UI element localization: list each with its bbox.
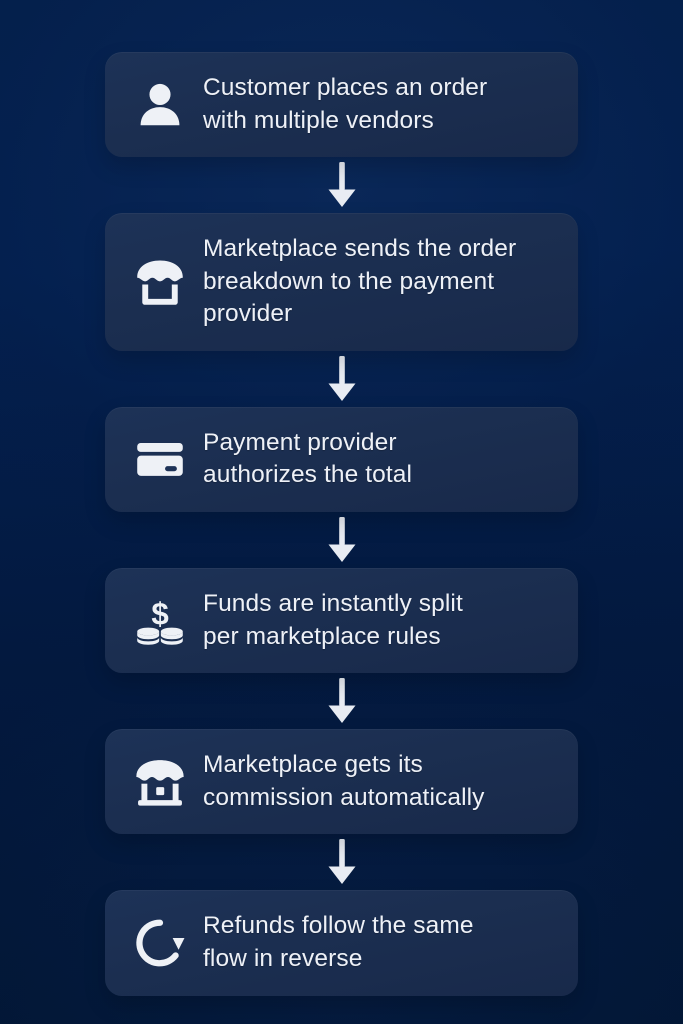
- rotate-arrow-icon: [129, 912, 191, 974]
- flow-step-4: $ Funds are instantly split per marketpl…: [105, 568, 578, 674]
- step-card-customer-order[interactable]: Customer places an order with multiple v…: [105, 52, 578, 158]
- flow-step-6: Refunds follow the same flow in reverse: [105, 890, 578, 996]
- step-label: Customer places an order with multiple v…: [203, 74, 488, 134]
- connector-arrow-3: [105, 512, 578, 568]
- flow-step-list: Customer places an order with multiple v…: [105, 52, 578, 996]
- coins-dollar-icon: $: [129, 590, 191, 652]
- step-label: Payment provider authorizes the total: [203, 428, 413, 489]
- storefront-awning-icon: [129, 251, 191, 313]
- step-card-authorize-total[interactable]: Payment provider authorizes the total: [105, 406, 578, 513]
- step-card-refunds-reverse[interactable]: Refunds follow the same flow in reverse: [105, 890, 578, 996]
- credit-card-icon: [129, 428, 191, 490]
- step-card-order-breakdown[interactable]: Marketplace sends the order breakdown to…: [105, 213, 578, 351]
- connector-arrow-4: [105, 673, 578, 729]
- flow-step-2: Marketplace sends the order breakdown to…: [105, 213, 578, 351]
- step-label: Marketplace sends the order breakdown to…: [203, 235, 517, 328]
- flow-step-1: Customer places an order with multiple v…: [105, 52, 578, 158]
- storefront-stall-icon: [129, 751, 191, 813]
- step-card-marketplace-commission[interactable]: Marketplace gets its commission automati…: [105, 729, 578, 835]
- flow-step-5: Marketplace gets its commission automati…: [105, 729, 578, 835]
- svg-text:$: $: [151, 596, 168, 631]
- connector-arrow-2: [105, 351, 578, 407]
- flow-step-3: Payment provider authorizes the total: [105, 406, 578, 513]
- step-label: Marketplace gets its commission automati…: [203, 751, 485, 811]
- connector-arrow-1: [105, 157, 578, 213]
- person-icon: [129, 74, 191, 136]
- step-card-split-funds[interactable]: $ Funds are instantly split per marketpl…: [105, 568, 578, 674]
- step-label: Refunds follow the same flow in reverse: [203, 912, 474, 972]
- connector-arrow-5: [105, 834, 578, 890]
- step-label: Funds are instantly split per marketplac…: [203, 590, 463, 650]
